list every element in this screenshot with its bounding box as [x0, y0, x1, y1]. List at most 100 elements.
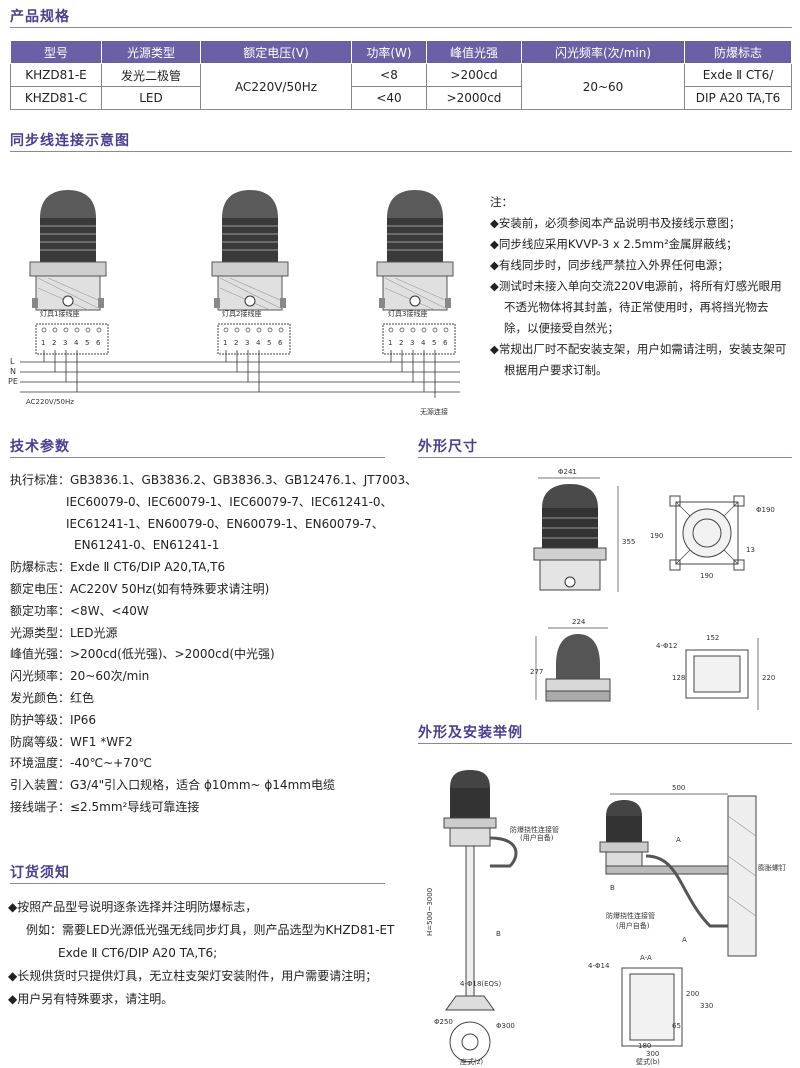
line-label-n: N	[10, 367, 16, 376]
table-row: KHZD81-C LED <40 >2000cd DIP A20 TA,T6	[10, 86, 792, 110]
col-header: 型号	[10, 40, 102, 64]
section-title-spec: 产品规格	[10, 9, 70, 25]
mark-a-2: A	[682, 936, 687, 944]
dim-190c: Φ190	[756, 506, 775, 514]
seat-label-1: 灯具1接线座	[40, 309, 79, 318]
terminal-num: 1	[223, 339, 227, 347]
param-row: 接线端子：≤2.5mm²导线可靠连接	[10, 799, 200, 814]
height-label: H=500~3000	[426, 888, 434, 936]
outline-drawings: Φ241 355 190 190 Φ190 13 224 277 152 4-Φ…	[530, 468, 775, 710]
mark-b-2: B	[610, 884, 615, 892]
cell-intensity: >200cd	[426, 63, 522, 87]
seat-label-3: 灯具3接线座	[388, 309, 427, 318]
param-row: 峰值光强：>200cd(低光强)、>2000cd(中光强)	[10, 647, 275, 662]
seat-label-2: 灯具2接线座	[222, 309, 261, 318]
col-header: 光源类型	[101, 40, 201, 64]
cell-model: KHZD81-E	[10, 63, 102, 87]
param-row: 闪光频率：20~60次/min	[10, 669, 150, 684]
cell-source: LED	[101, 86, 201, 110]
terminal-num: 4	[256, 339, 261, 347]
col-header: 峰值光强	[426, 40, 522, 64]
note-item: ◆安装前，必须参阅本产品说明书及接线示意图；	[490, 216, 741, 230]
cell-source: 发光二极管	[101, 63, 201, 87]
param-value: GB3836.1、GB3836.2、GB3836.3、GB12476.1、JT7…	[70, 473, 418, 487]
param-row: 光源类型：LED光源	[10, 625, 118, 640]
cell-voltage: AC220V/50Hz	[200, 63, 352, 110]
terminal-num: 6	[96, 339, 101, 347]
pipe-user-2: (用户自备)	[616, 921, 650, 930]
section-title-outline: 外形尺寸	[418, 439, 478, 455]
terminal-num: 5	[267, 339, 271, 347]
terminal-num: 6	[278, 339, 283, 347]
note-item: ◆同步线应采用KVVP-3 x 2.5mm²金属屏蔽线；	[490, 237, 738, 251]
aa-label: A-A	[640, 954, 652, 962]
dim-190b: 190	[700, 572, 713, 580]
base-holes: 4-Φ18(EQS)	[460, 980, 502, 988]
dim-277: 277	[530, 668, 543, 676]
dim-224: 224	[572, 618, 586, 626]
cell-intensity: >2000cd	[426, 86, 522, 110]
supply-label: AC220V/50Hz	[26, 398, 74, 406]
table-header-row: 型号 光源类型 额定电压(V) 功率(W) 峰值光强 闪光频率(次/min) 防…	[10, 40, 792, 64]
cell-model: KHZD81-C	[10, 86, 102, 110]
terminal-num: 2	[52, 339, 56, 347]
caption-z: 座式(z)	[460, 1057, 483, 1066]
note-item: ◆常规出厂时不配安装支架，用户如需请注明，安装支架可根据用户要求订制。	[490, 342, 787, 377]
mark-b-1: B	[496, 930, 501, 938]
param-row: 防腐等级：WF1 *WF2	[10, 734, 133, 749]
dim-65: 65	[672, 1022, 681, 1030]
col-header: 额定电压(V)	[200, 40, 352, 64]
terminal-num: 4	[74, 339, 79, 347]
note-item: ◆测试时未接入单向交流220V电源前，将所有灯感光眼用不透光物体将其封盖，待正常…	[490, 279, 782, 335]
param-cont: EN61241-0、EN61241-1	[74, 538, 220, 553]
terminal-num: 4	[421, 339, 426, 347]
order-item: ◆长规供货时只提供灯具，无立柱支架灯安装附件，用户需要请注明；	[8, 969, 378, 983]
dim-300b: 300	[646, 1050, 659, 1058]
dim-355: 355	[622, 538, 635, 546]
section-title-order: 订货须知	[10, 865, 70, 881]
divider	[10, 457, 385, 458]
col-header: 防爆标志	[684, 40, 792, 64]
param-cont: IEC61241-1、EN60079-0、EN60079-1、EN60079-7…	[66, 516, 384, 531]
section-title-tech: 技术参数	[10, 439, 70, 455]
param-row: 环境温度：-40℃~+70℃	[10, 756, 152, 771]
dim-330: 330	[700, 1002, 713, 1010]
param-label: 执行标准：	[10, 473, 71, 487]
dim-500: 500	[672, 784, 685, 792]
bolt-label: 膨胀螺钉	[758, 863, 786, 872]
terminal-num: 1	[41, 339, 45, 347]
dim-180: 180	[638, 1042, 651, 1050]
terminal-num: 5	[85, 339, 89, 347]
table-row: KHZD81-E 发光二极管 AC220V/50Hz <8 >200cd 20~…	[10, 63, 792, 110]
param-row: 执行标准：GB3836.1、GB3836.2、GB3836.3、GB12476.…	[10, 470, 417, 492]
order-item: ◆用户另有特殊要求，请注明。	[8, 992, 174, 1006]
dim-220: 220	[762, 674, 775, 682]
divider	[418, 457, 792, 458]
dim-250: Φ250	[434, 1018, 453, 1026]
param-row: 发光颜色：红色	[10, 690, 95, 705]
tech-params: 执行标准：GB3836.1、GB3836.2、GB3836.3、GB12476.…	[10, 470, 417, 819]
terminal-num: 3	[410, 339, 414, 347]
pipe-user-1: (用户自备)	[520, 833, 554, 842]
pipe-label-1: 防爆挠性连接管	[510, 825, 559, 834]
cell-power: <8	[351, 63, 427, 87]
wiring-diagram: 灯具1接线座 灯具2接线座 灯具3接线座 1 2 3 4 5 6 1 2 3 4…	[8, 189, 460, 416]
terminal-num: 3	[63, 339, 67, 347]
holes-label: 4-Φ14	[588, 962, 610, 970]
cell-exmark-2: DIP A20 TA,T6	[684, 86, 792, 110]
terminal-num: 1	[388, 339, 392, 347]
terminal-num: 6	[443, 339, 448, 347]
order-notes: ◆按照产品型号说明逐条选择并注明防爆标志， 例如：需要LED光源低光强无线同步灯…	[8, 896, 408, 1011]
dim-128: 128	[672, 674, 685, 682]
divider	[10, 151, 792, 152]
dim-200: 200	[686, 990, 699, 998]
dim-300: Φ300	[496, 1022, 515, 1030]
param-row: 引入装置：G3/4"引入口规格，适合 ϕ10mm~ ϕ14mm电缆	[10, 778, 335, 793]
divider	[10, 27, 792, 28]
param-row: 防护等级：IP66	[10, 712, 97, 727]
col-header: 闪光频率(次/min)	[521, 40, 685, 64]
cell-exmark-1: Exde Ⅱ CT6/	[684, 63, 792, 87]
param-row: 额定功率：<8W、<40W	[10, 603, 149, 618]
order-item: 例如：需要LED光源低光强无线同步灯具，则产品选型为KHZD81-ET	[26, 923, 395, 937]
notes-title: 注：	[490, 195, 513, 209]
